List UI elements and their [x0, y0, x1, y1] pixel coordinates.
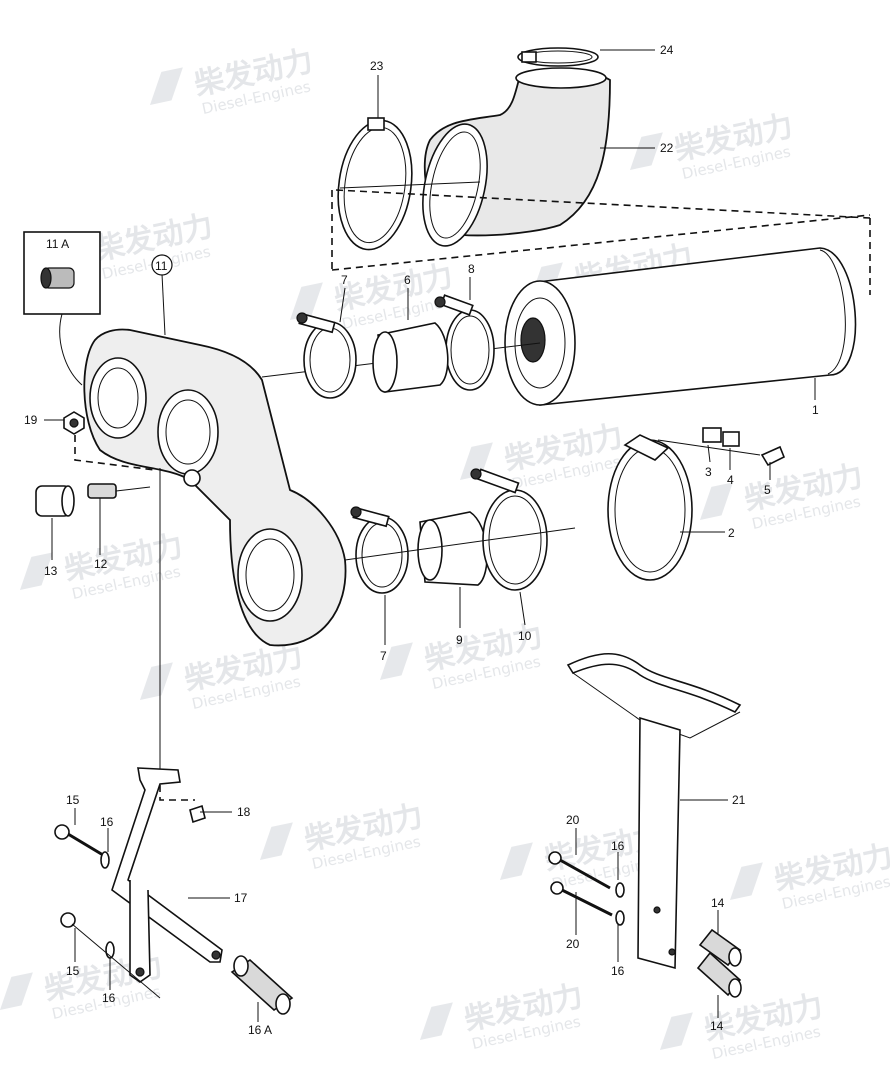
part-24-hose-clamp-top: [517, 47, 599, 67]
watermark: 柴发动力 Diesel-Engines: [630, 109, 796, 183]
callout-21: 21: [732, 793, 746, 807]
part-8-clamp: [434, 294, 495, 391]
callout-16-support-lower: 16: [611, 964, 625, 978]
part-5-bolt: [657, 439, 786, 467]
callout-4: 4: [727, 473, 734, 487]
callout-14-upper: 14: [711, 896, 725, 910]
part-14-sleeve-lower: [696, 951, 742, 998]
part-6-sleeve: [372, 322, 449, 393]
part-23-clamp-ring: [337, 117, 413, 251]
callout-18: 18: [237, 805, 251, 819]
part-20-bolt-lower: [550, 881, 613, 917]
watermark: 柴发动力 Diesel-Engines: [150, 44, 316, 118]
part-4-nut: [722, 431, 740, 447]
callout-7-lower: 7: [380, 649, 387, 663]
part-3-spacer: [702, 427, 722, 443]
watermark: 柴发动力 Diesel-Engines: [20, 529, 186, 603]
leader-lines: [44, 49, 816, 1022]
watermark: 柴发动力 Diesel-Engines: [660, 989, 826, 1063]
part-16-washer-support: [615, 882, 625, 926]
detail-11a-box: [23, 231, 101, 386]
callout-11: 11: [155, 259, 168, 273]
part-2-strap-clamp: [607, 434, 693, 581]
part-15-bolt-upper: [54, 824, 109, 860]
part-18-bolt: [189, 804, 206, 824]
part-16a-sleeve: [230, 955, 294, 1015]
part-14-sleeve-upper: [698, 928, 742, 967]
callout-15-upper: 15: [66, 793, 80, 807]
watermark: 柴发动力 Diesel-Engines: [460, 419, 626, 493]
callout-7-upper: 7: [341, 273, 348, 287]
watermark: 柴发动力 Diesel-Engines: [730, 839, 890, 913]
callout-15-lower: 15: [66, 964, 80, 978]
part-10-clamp: [470, 468, 548, 591]
callout-8: 8: [468, 262, 475, 276]
callout-9: 9: [456, 633, 463, 647]
callout-14-lower: 14: [710, 1019, 724, 1033]
part-7-clamp-upper: [296, 312, 357, 399]
callout-16-support-upper: 16: [611, 839, 625, 853]
callout-11a: 11 A: [46, 237, 69, 251]
watermark: 柴发动力 Diesel-Engines: [700, 459, 866, 533]
callout-17: 17: [234, 891, 248, 905]
part-7-clamp-lower: [350, 506, 409, 594]
callout-1: 1: [812, 403, 819, 417]
callout-16a: 16 A: [248, 1023, 272, 1037]
part-21-support: [566, 653, 742, 970]
callout-13: 13: [44, 564, 58, 578]
part-1-silencer: [504, 247, 857, 406]
callout-12: 12: [94, 557, 108, 571]
part-16-washer-upper: [100, 851, 110, 869]
callout-3: 3: [705, 465, 712, 479]
part-19-nut: [63, 411, 85, 435]
part-20-bolt-upper: [548, 851, 611, 890]
part-15-bolt-lower: [60, 912, 76, 928]
callout-2: 2: [728, 526, 735, 540]
part-17-bracket: [111, 767, 223, 983]
callout-labels: 24 23 22 11 A 11 7 6 8 1 19 3 4 5 2 13 1…: [24, 43, 819, 1037]
callout-16-upper: 16: [100, 815, 114, 829]
part-11-exhaust-housing: [83, 328, 347, 647]
callout-22: 22: [660, 141, 674, 155]
callout-6: 6: [404, 273, 411, 287]
callout-20-upper: 20: [566, 813, 580, 827]
callout-24: 24: [660, 43, 674, 57]
watermark: 柴发动力 Diesel-Engines: [420, 979, 586, 1053]
part-22-elbow-hose: [422, 67, 611, 247]
callout-10: 10: [518, 629, 532, 643]
callout-19: 19: [24, 413, 38, 427]
callout-16-lower: 16: [102, 991, 116, 1005]
callout-5: 5: [764, 483, 771, 497]
watermark: 柴发动力 Diesel-Engines: [260, 799, 426, 873]
part-13-cap: [35, 485, 75, 517]
callout-23: 23: [370, 59, 384, 73]
callout-20-lower: 20: [566, 937, 580, 951]
part-12-nipple: [87, 483, 151, 499]
